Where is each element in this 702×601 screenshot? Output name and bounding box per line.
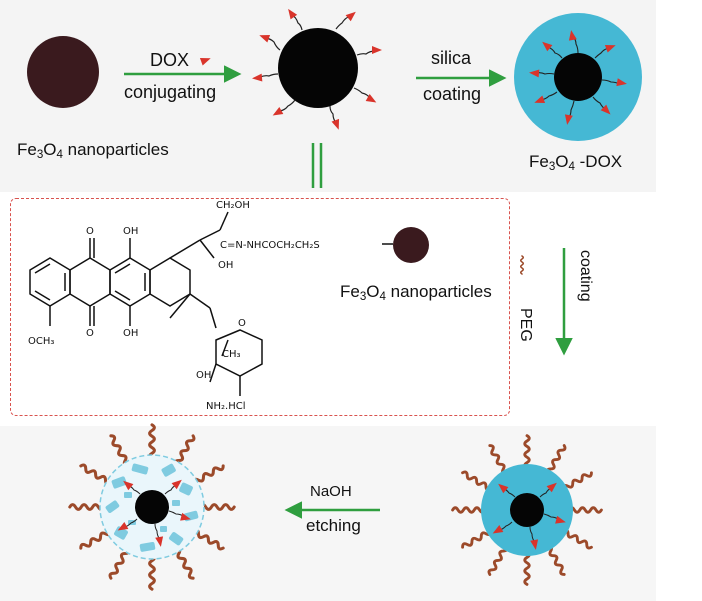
label-fe3o4-dox: Fe3O4 -DOX [529, 152, 623, 174]
chem-oh-top: OH [123, 226, 138, 237]
peg-helix-icon [519, 255, 525, 275]
label-coating: coating [423, 84, 482, 104]
label-fe3o4-nanoparticles-structure: Fe3O4 nanoparticles [340, 282, 492, 304]
chem-oh-bottom: OH [123, 328, 138, 339]
label-conjugating: conjugating [124, 82, 217, 102]
dox-drug-icon [199, 54, 213, 66]
chem-nh2hcl: NH₂.HCl [206, 401, 245, 412]
dox-conjugated-particle [251, 6, 382, 132]
silica-coated-particle [514, 13, 642, 141]
label-silica: silica [431, 48, 472, 68]
fe3o4-nanoparticle-small [393, 227, 429, 263]
label-peg: PEG [517, 308, 534, 342]
chem-hydrazone: C=N-NHCOCH₂CH₂S [220, 240, 320, 251]
fe3o4-nanoparticle [27, 36, 99, 108]
structure-box [10, 198, 510, 416]
chem-ch3: CH₃ [222, 349, 241, 360]
label-naoh: NaOH [310, 483, 352, 500]
chem-oh-sugar: OH [196, 370, 211, 381]
label-peg-coating: coating [577, 250, 594, 302]
chem-ketone-bottom: O [86, 328, 94, 339]
label-dox: DOX [150, 50, 190, 70]
label-etching: etching [306, 516, 361, 535]
chem-och3: OCH₃ [28, 336, 54, 347]
chem-ch2oh: CH₂OH [216, 200, 250, 211]
peg-coated-particle [451, 434, 603, 586]
label-fe3o4-nanoparticles: Fe3O4 nanoparticles [17, 140, 169, 162]
chem-ring-o: O [238, 318, 246, 329]
middle-panel [0, 193, 656, 425]
chem-ketone-top: O [86, 226, 94, 237]
etched-particle [68, 423, 236, 591]
doxorubicin-structure [29, 211, 393, 396]
chem-oh-side: OH [218, 260, 233, 271]
